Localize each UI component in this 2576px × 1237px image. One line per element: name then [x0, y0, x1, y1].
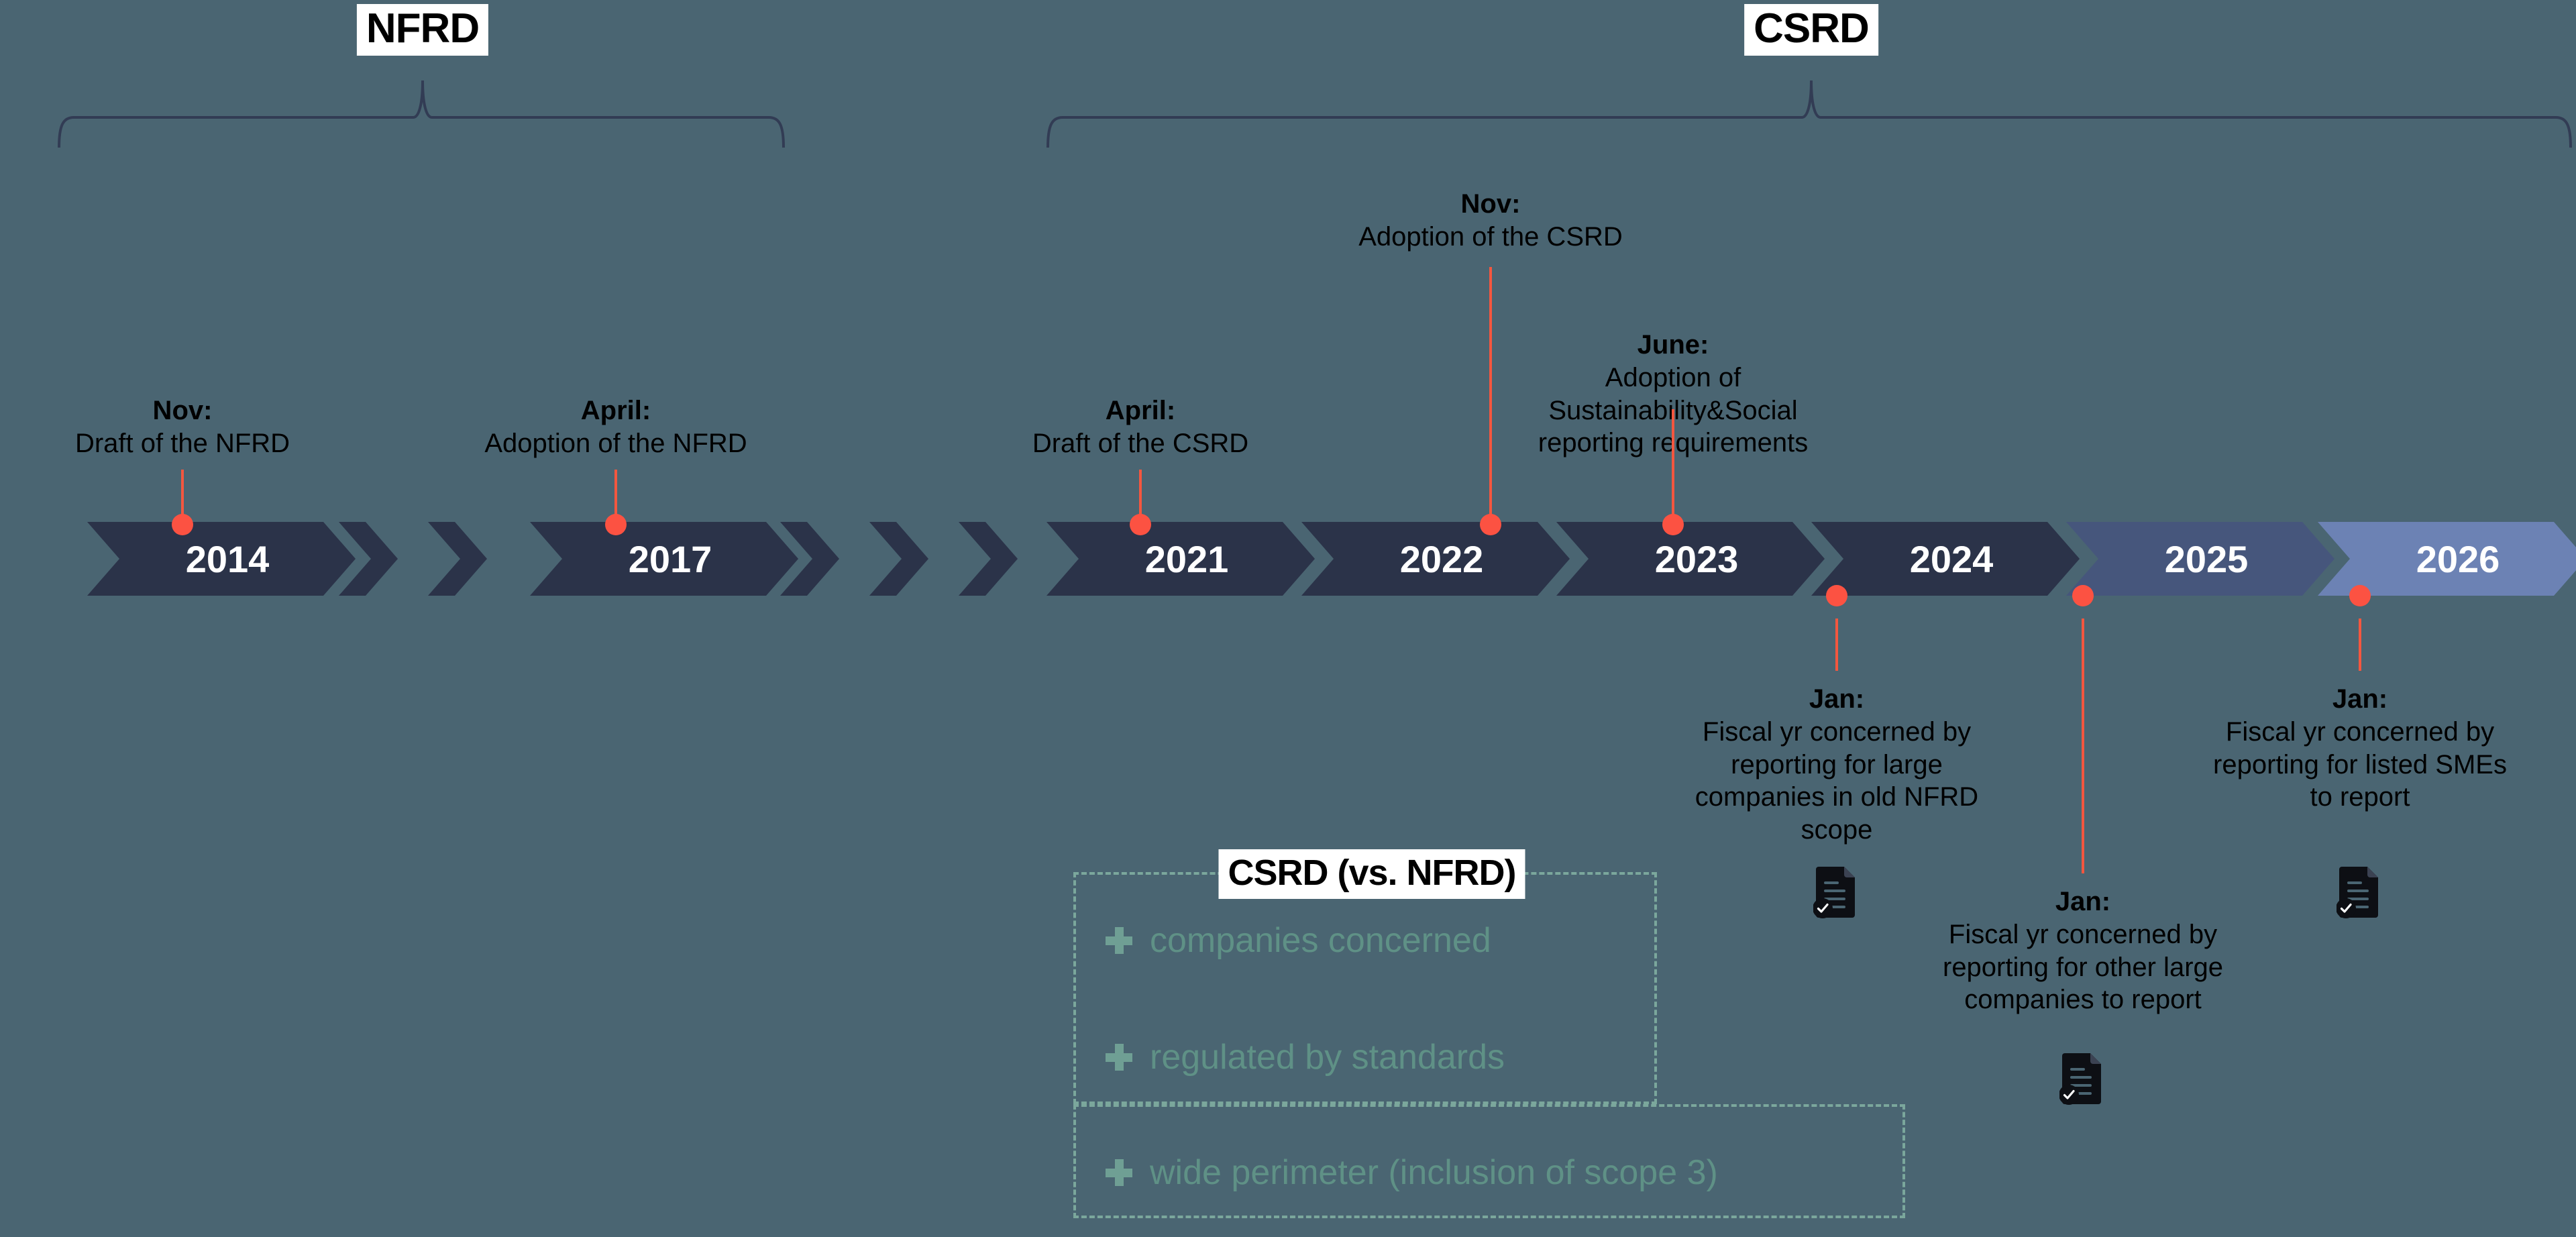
comparison-title: CSRD (vs. NFRD)	[1218, 849, 1525, 899]
milestone-stem	[2082, 618, 2084, 873]
milestone-text-line: Fiscal yr concerned by	[2225, 716, 2495, 747]
milestone-dot[interactable]	[172, 514, 193, 535]
milestone-month: April:	[580, 396, 651, 425]
comparison-item: wide perimeter (inclusion of scope 3)	[1106, 1152, 1718, 1193]
milestone-month: Nov:	[152, 396, 213, 425]
plus-icon	[1106, 1159, 1132, 1186]
milestone-text-line: companies in old NFRD	[1695, 782, 1979, 812]
chevron-spacer	[428, 522, 487, 596]
milestone-above: Nov: Draft of the NFRD	[75, 394, 290, 460]
milestone-dot[interactable]	[605, 514, 627, 535]
document-check-icon-wrapper	[2336, 865, 2383, 922]
milestone-text-line: reporting for listed SMEs	[2213, 749, 2507, 779]
milestone-dot[interactable]	[1662, 514, 1684, 535]
document-check-icon	[1813, 867, 1855, 918]
milestone-dot[interactable]	[1826, 585, 1847, 606]
plus-icon	[1106, 927, 1132, 954]
milestone-month: Jan:	[2332, 684, 2388, 714]
comparison-item-label: companies concerned	[1150, 921, 1491, 960]
period-brackets	[58, 80, 2572, 148]
milestone-above: Nov:Adoption of the CSRD	[1358, 188, 1623, 254]
milestone-text-line: Fiscal yr concerned by	[1702, 716, 1972, 747]
document-check-icon	[2059, 1053, 2101, 1105]
year-label: 2026	[2416, 537, 2500, 580]
year-arrow-2023[interactable]: 2023	[1556, 522, 1825, 596]
milestone-text: Draft of the NFRD	[74, 428, 290, 458]
milestone-text: Draft of the CSRD	[1032, 428, 1249, 458]
chevron-spacer	[959, 522, 1018, 596]
milestone-above: April: Adoption of the NFRD	[484, 394, 747, 460]
year-label: 2025	[2164, 537, 2249, 580]
arrow-shape	[2318, 522, 2576, 596]
chevron-shape	[428, 522, 487, 596]
milestone-dot[interactable]	[1480, 514, 1501, 535]
chevron-shape	[959, 522, 1018, 596]
document-check-icon-wrapper	[1813, 865, 1860, 922]
milestone-stem	[614, 470, 617, 525]
arrow-shape	[2066, 522, 2334, 596]
year-arrow-2017[interactable]: 2017	[530, 522, 798, 596]
year-label: 2022	[1399, 537, 1484, 580]
year-arrow-2021[interactable]: 2021	[1046, 522, 1315, 596]
chevron-shape	[869, 522, 928, 596]
milestone-text-line: Fiscal yr concerned by	[1948, 919, 2218, 949]
milestone-text-line: reporting for large	[1731, 749, 1943, 779]
milestone-stem	[1489, 267, 1492, 525]
milestone-text-line: reporting for other large	[1942, 952, 2224, 982]
arrow-shape	[530, 522, 798, 596]
arrow-shape	[1301, 522, 1570, 596]
bracket-label-nfrd: NFRD	[356, 4, 489, 56]
milestone-text-line: companies to report	[1964, 985, 2202, 1015]
milestone-month: Jan:	[1809, 684, 1865, 714]
year-arrow-2022[interactable]: 2022	[1301, 522, 1570, 596]
milestone-stem	[1835, 618, 1838, 671]
milestone-month: June:	[1637, 330, 1709, 360]
milestone-above: April: Draft of the CSRD	[1032, 394, 1248, 460]
year-label: 2014	[185, 537, 270, 580]
milestone-stem	[181, 470, 184, 525]
milestone-text: Adoption of the CSRD	[1358, 221, 1623, 252]
milestone-month: Jan:	[2055, 887, 2111, 916]
comparison-item-label: regulated by standards	[1150, 1038, 1505, 1077]
milestone-stem	[2359, 618, 2361, 671]
year-arrow-2025[interactable]: 2025	[2066, 522, 2334, 596]
arrow-shape	[1556, 522, 1825, 596]
milestone-stem	[1672, 409, 1674, 525]
year-label: 2023	[1654, 537, 1739, 580]
bracket-path-csrd	[1046, 80, 2572, 148]
milestone-dot[interactable]	[2349, 585, 2371, 606]
milestone-text-line: to report	[2310, 782, 2410, 812]
bracket-path-nfrd	[58, 80, 785, 148]
year-arrow-2014[interactable]: 2014	[87, 522, 356, 596]
milestone-text-line: scope	[1801, 815, 1873, 845]
arrow-shape	[1811, 522, 2080, 596]
year-label: 2017	[628, 537, 712, 580]
milestone-month: Nov:	[1460, 189, 1521, 219]
year-arrow-2024[interactable]: 2024	[1811, 522, 2080, 596]
milestone-text: Adoption of the NFRD	[484, 428, 747, 458]
year-label: 2021	[1144, 537, 1229, 580]
comparison-item: companies concerned	[1106, 920, 1491, 961]
milestone-stem	[1139, 470, 1142, 525]
milestone-dot[interactable]	[2072, 585, 2094, 606]
comparison-item-label: wide perimeter (inclusion of scope 3)	[1150, 1153, 1718, 1192]
milestone-month: April:	[1105, 396, 1176, 425]
comparison-item: regulated by standards	[1106, 1037, 1505, 1077]
comparison-box-lower	[1073, 1104, 1905, 1218]
document-check-icon-wrapper	[2059, 1052, 2106, 1109]
plus-icon	[1106, 1044, 1132, 1071]
year-label: 2024	[1909, 537, 1994, 580]
year-arrow-2026[interactable]: 2026	[2318, 522, 2576, 596]
arrow-shape	[1046, 522, 1315, 596]
document-check-icon	[2336, 867, 2378, 918]
milestone-dot[interactable]	[1130, 514, 1151, 535]
arrow-shape	[87, 522, 356, 596]
milestone-text-line: Adoption of	[1605, 362, 1741, 392]
chevron-spacer	[869, 522, 928, 596]
bracket-label-csrd: CSRD	[1744, 4, 1878, 56]
